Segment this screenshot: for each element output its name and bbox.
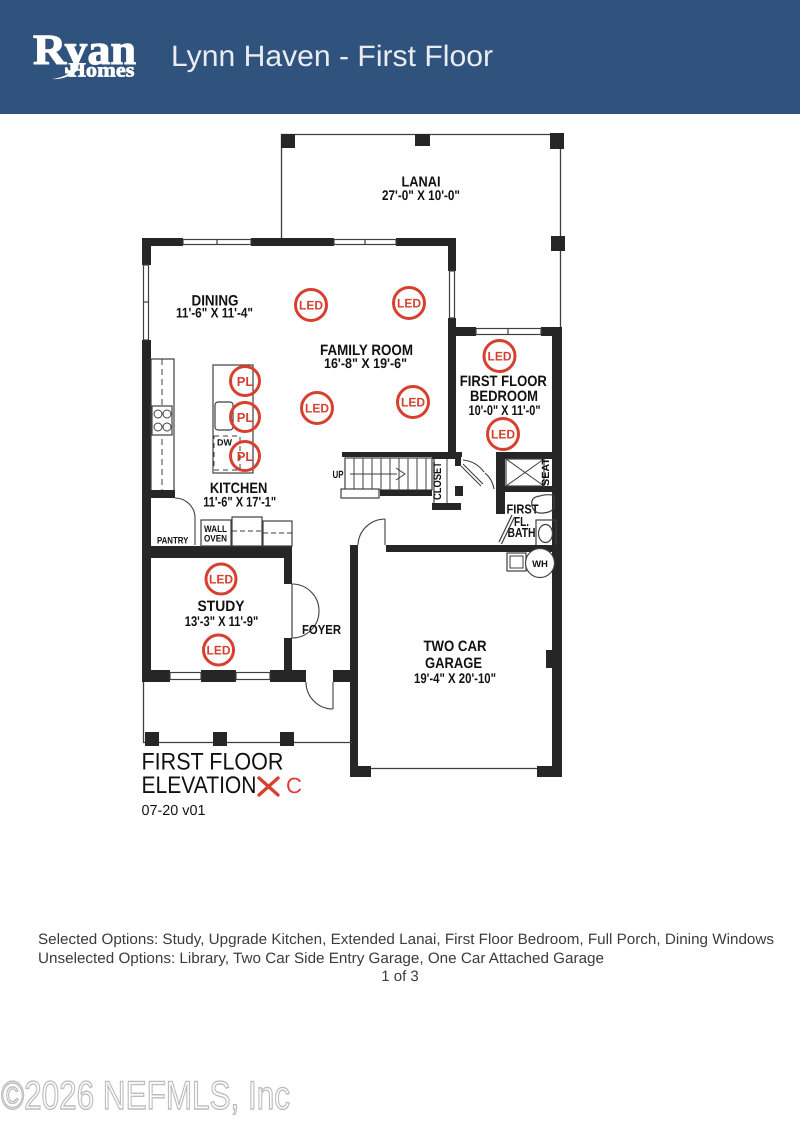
svg-text:PL: PL bbox=[237, 374, 254, 389]
svg-text:UP: UP bbox=[333, 469, 344, 481]
svg-text:DW: DW bbox=[217, 438, 232, 448]
svg-text:19'-4" X 20'-10": 19'-4" X 20'-10" bbox=[414, 670, 496, 686]
svg-text:LED: LED bbox=[491, 428, 515, 442]
svg-text:SEAT: SEAT bbox=[540, 457, 552, 486]
svg-text:WH: WH bbox=[532, 559, 548, 570]
svg-text:PANTRY: PANTRY bbox=[157, 536, 189, 547]
svg-text:LED: LED bbox=[305, 402, 329, 416]
svg-text:FIRST FLOOR: FIRST FLOOR bbox=[460, 373, 547, 390]
svg-text:C: C bbox=[286, 773, 302, 798]
svg-text:ELEVATION: ELEVATION bbox=[142, 772, 257, 799]
svg-text:07-20 v01: 07-20 v01 bbox=[142, 803, 206, 819]
svg-text:Unselected Options: Library, T: Unselected Options: Library, Two Car Sid… bbox=[38, 950, 604, 967]
svg-text:KITCHEN: KITCHEN bbox=[210, 480, 268, 497]
svg-text:BATH: BATH bbox=[508, 525, 536, 540]
svg-text:DINING: DINING bbox=[192, 293, 239, 310]
svg-text:LANAI: LANAI bbox=[402, 175, 441, 191]
svg-text:13'-3" X 11'-9": 13'-3" X 11'-9" bbox=[185, 613, 259, 629]
svg-text:27'-0" X 10'-0": 27'-0" X 10'-0" bbox=[382, 187, 460, 203]
svg-text:FIRST: FIRST bbox=[507, 502, 539, 517]
svg-text:FL.: FL. bbox=[514, 514, 529, 529]
svg-text:FIRST FLOOR: FIRST FLOOR bbox=[142, 749, 284, 776]
svg-text:16'-8" X 19'-6": 16'-8" X 19'-6" bbox=[324, 355, 407, 371]
svg-text:GARAGE: GARAGE bbox=[425, 655, 482, 672]
svg-text:LED: LED bbox=[207, 644, 231, 658]
svg-text:11'-6" X 17'-1": 11'-6" X 17'-1" bbox=[203, 494, 276, 510]
svg-text:1 of 3: 1 of 3 bbox=[381, 968, 419, 985]
svg-text:LED: LED bbox=[299, 299, 323, 313]
svg-text:OVEN: OVEN bbox=[204, 534, 227, 545]
svg-text:LED: LED bbox=[397, 297, 421, 311]
svg-text:Selected Options: Study, Upgra: Selected Options: Study, Upgrade Kitchen… bbox=[38, 931, 774, 948]
svg-text:Lynn Haven - First Floor: Lynn Haven - First Floor bbox=[171, 40, 493, 73]
svg-text:PL: PL bbox=[237, 410, 254, 425]
svg-text:PL: PL bbox=[237, 449, 254, 464]
svg-text:11'-6" X 11'-4": 11'-6" X 11'-4" bbox=[176, 305, 253, 321]
svg-text:LED: LED bbox=[488, 350, 512, 364]
svg-text:FOYER: FOYER bbox=[302, 622, 342, 637]
svg-text:BEDROOM: BEDROOM bbox=[470, 388, 538, 405]
svg-text:LED: LED bbox=[401, 396, 425, 410]
svg-text:TWO CAR: TWO CAR bbox=[424, 638, 487, 655]
svg-text:STUDY: STUDY bbox=[198, 598, 245, 615]
svg-text:WALL: WALL bbox=[204, 524, 227, 535]
svg-text:Ryan: Ryan bbox=[33, 27, 136, 74]
svg-text:©2026 NEFMLS, Inc: ©2026 NEFMLS, Inc bbox=[1, 1074, 290, 1118]
svg-text:FAMILY ROOM: FAMILY ROOM bbox=[320, 342, 413, 359]
svg-text:CLOSET: CLOSET bbox=[432, 462, 444, 500]
svg-text:10'-0" X 11'-0": 10'-0" X 11'-0" bbox=[469, 402, 541, 418]
svg-text:Homes: Homes bbox=[69, 60, 135, 82]
svg-text:LED: LED bbox=[209, 573, 233, 587]
